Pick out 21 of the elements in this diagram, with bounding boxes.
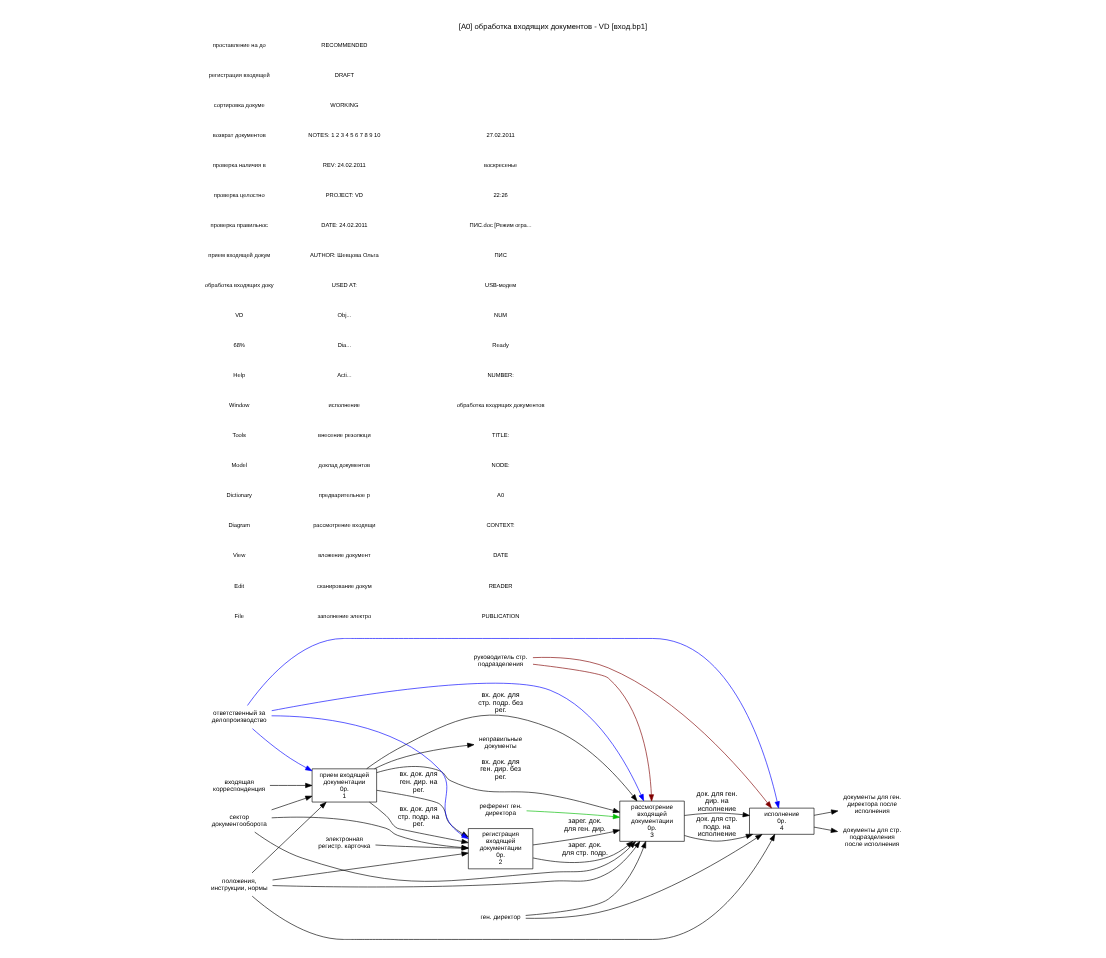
arrow [271, 794, 313, 810]
arrow [526, 809, 620, 819]
arrow [813, 825, 838, 832]
arrow [251, 800, 327, 873]
arrow [366, 713, 638, 801]
arrow [684, 811, 750, 817]
arrow [269, 781, 313, 787]
arrow [813, 808, 839, 815]
arrow [251, 833, 776, 939]
arrow [376, 765, 620, 812]
arrow [532, 662, 654, 801]
arrow [374, 741, 475, 769]
arrow [532, 840, 634, 862]
arrow [247, 637, 780, 808]
arrow [532, 656, 772, 808]
arrow [525, 840, 647, 915]
arrow [272, 850, 469, 880]
arrow [684, 832, 753, 841]
arrow [532, 828, 621, 845]
arrow [252, 727, 313, 771]
arrow [525, 833, 763, 918]
